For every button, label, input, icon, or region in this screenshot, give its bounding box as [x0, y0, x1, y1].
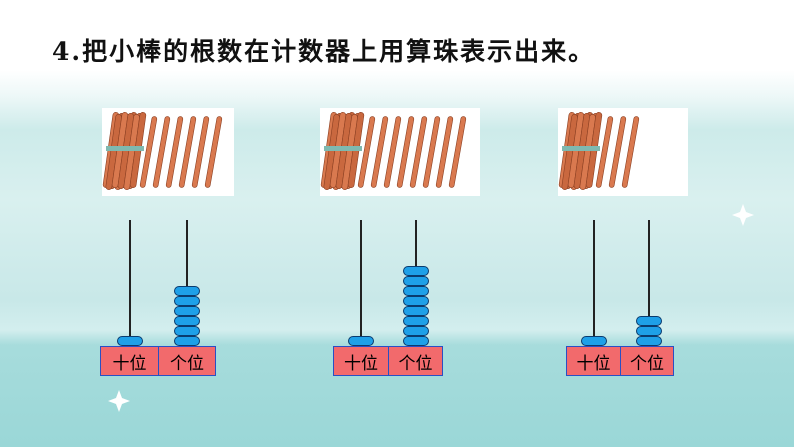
loose-stick	[435, 116, 454, 188]
loose-stick	[204, 116, 223, 188]
ones-bead	[403, 286, 429, 296]
ones-bead	[636, 336, 662, 346]
ones-label: 个位	[388, 347, 442, 375]
place-value-labels: 十位 个位	[566, 346, 674, 376]
abacus-2: 十位 个位	[333, 220, 443, 376]
ones-bead	[174, 286, 200, 296]
sticks-image	[102, 112, 223, 190]
sticks-image	[558, 112, 640, 190]
ones-bead	[403, 326, 429, 336]
ones-rod	[186, 220, 188, 346]
ones-bead	[174, 326, 200, 336]
ones-label: 个位	[158, 347, 215, 375]
tens-rod	[129, 220, 131, 346]
loose-stick	[357, 116, 376, 188]
tens-bead	[117, 336, 143, 346]
rubber-band	[106, 146, 144, 151]
sticks-panel-1	[102, 108, 234, 196]
loose-stick	[448, 116, 467, 188]
loose-stick	[608, 116, 627, 188]
star-icon	[732, 204, 754, 226]
ones-bead	[403, 296, 429, 306]
loose-stick	[383, 116, 402, 188]
stick-bundle	[320, 112, 365, 190]
ones-bead	[403, 266, 429, 276]
star-icon	[108, 390, 130, 412]
place-value-labels: 十位 个位	[100, 346, 216, 376]
loose-stick	[409, 116, 428, 188]
place-value-labels: 十位 个位	[333, 346, 443, 376]
ones-rod	[648, 220, 650, 346]
stick-bundle	[558, 112, 603, 190]
sticks-image	[320, 112, 467, 190]
tens-rod	[593, 220, 595, 346]
tens-bead	[348, 336, 374, 346]
loose-stick	[396, 116, 415, 188]
abacus-3: 十位 个位	[566, 220, 674, 376]
rubber-band	[324, 146, 362, 151]
loose-stick	[152, 116, 171, 188]
ones-bead	[403, 336, 429, 346]
abacus-1: 十位 个位	[100, 220, 216, 376]
tens-label: 十位	[576, 353, 611, 374]
tens-label: 十位	[344, 353, 378, 374]
tens-label: 十位	[112, 353, 147, 374]
loose-stick	[621, 116, 640, 188]
ones-bead	[403, 276, 429, 286]
loose-stick	[595, 116, 614, 188]
tens-bead	[581, 336, 607, 346]
loose-stick	[422, 116, 441, 188]
loose-stick	[370, 116, 389, 188]
ones-bead	[403, 316, 429, 326]
question-title: 4.把小棒的根数在计数器上用算珠表示出来。	[52, 32, 595, 68]
ones-bead	[174, 306, 200, 316]
ones-bead	[174, 316, 200, 326]
ones-bead	[636, 326, 662, 336]
tens-rod	[360, 220, 362, 346]
loose-stick	[178, 116, 197, 188]
question-text: 把小棒的根数在计数器上用算珠表示出来。	[82, 37, 596, 66]
ones-bead	[636, 316, 662, 326]
rubber-band	[562, 146, 600, 151]
sticks-panel-3	[558, 108, 688, 196]
ones-bead	[174, 336, 200, 346]
ones-bead	[403, 306, 429, 316]
sticks-panel-2	[320, 108, 480, 196]
loose-stick	[191, 116, 210, 188]
question-number: 4.	[52, 37, 83, 66]
loose-stick	[165, 116, 184, 188]
stick-bundle	[102, 112, 147, 190]
ones-bead	[174, 296, 200, 306]
loose-stick	[139, 116, 158, 188]
ones-label: 个位	[620, 347, 673, 375]
